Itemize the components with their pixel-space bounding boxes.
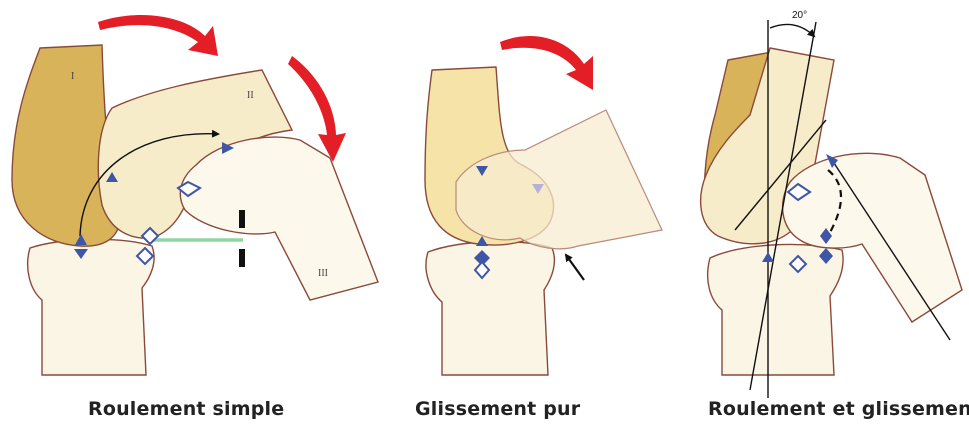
tibia-bone	[28, 239, 154, 375]
tibia-bone	[426, 242, 554, 375]
panel-rolling: I II III	[12, 15, 378, 375]
push-arrow	[566, 255, 584, 280]
label-I: I	[71, 71, 74, 82]
panel-rolling-and-sliding: 20°	[701, 10, 962, 398]
marker-bar-bottom	[239, 249, 245, 267]
caption-rolling-sliding: Roulement et glissement	[708, 398, 969, 420]
angle-arc	[770, 24, 814, 36]
tibia-bone	[708, 244, 843, 375]
angle-label: 20°	[792, 10, 807, 21]
caption-rolling: Roulement simple	[88, 398, 284, 420]
caption-sliding: Glissement pur	[415, 398, 580, 420]
label-II: II	[247, 90, 254, 101]
marker-bar-top	[239, 210, 245, 228]
label-III: III	[318, 268, 328, 279]
bone-segment-III	[180, 137, 378, 300]
panel-sliding	[425, 36, 662, 375]
rotation-arrow-top	[500, 36, 593, 90]
rotation-arrow-top	[98, 15, 218, 56]
